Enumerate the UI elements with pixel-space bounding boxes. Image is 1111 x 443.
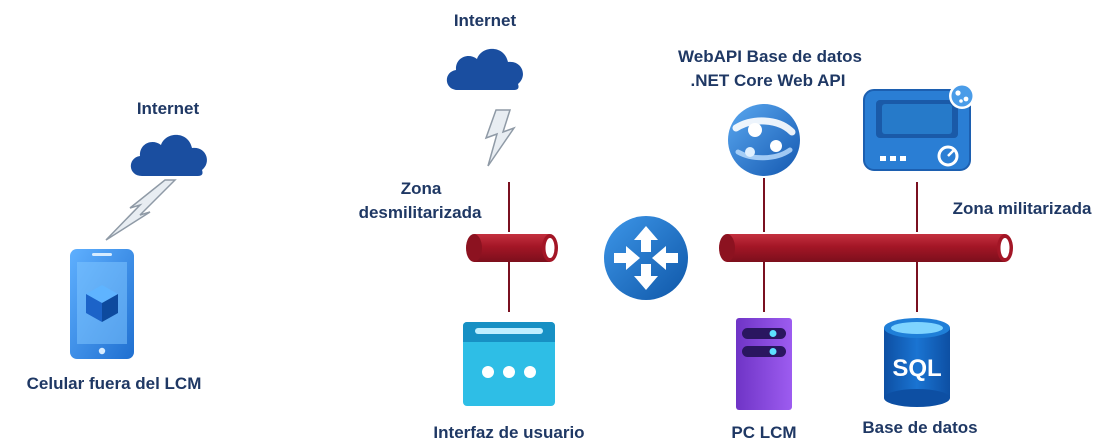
cloud-icon [446, 48, 523, 90]
cloud-icon [130, 134, 207, 176]
server-icon [736, 318, 792, 410]
zona-desmilitarizada-label-1: Zona [401, 179, 442, 198]
zona-desmilitarizada-label-2: desmilitarizada [359, 203, 482, 222]
cube-icon [86, 285, 118, 322]
celular-label: Celular fuera del LCM [27, 374, 202, 393]
sql-database-icon: SQL [884, 318, 950, 407]
lightning-icon [105, 179, 177, 241]
web-app-icon [728, 104, 800, 176]
sql-icon-text: SQL [892, 355, 941, 382]
router-icon [604, 216, 688, 300]
internet-label-left: Internet [137, 99, 200, 118]
zona-militarizada-label: Zona militarizada [953, 199, 1092, 218]
phone-icon [70, 249, 134, 359]
lightning-icon [484, 109, 516, 167]
browser-window-icon [463, 322, 555, 406]
internet-label-top: Internet [454, 11, 517, 30]
interfaz-label: Interfaz de usuario [433, 423, 584, 442]
globe-icon [949, 83, 975, 109]
pc-lcm-label: PC LCM [731, 423, 796, 442]
webapi-label-1: WebAPI Base de datos [678, 47, 862, 66]
webapi-label-2: .NET Core Web API [691, 71, 846, 90]
dmz-network-pipe [466, 234, 558, 262]
base-datos-label: Base de datos [862, 418, 977, 437]
militarized-network-pipe [719, 234, 1013, 262]
connection-lines [508, 178, 918, 312]
monitor-device-icon [863, 83, 975, 171]
